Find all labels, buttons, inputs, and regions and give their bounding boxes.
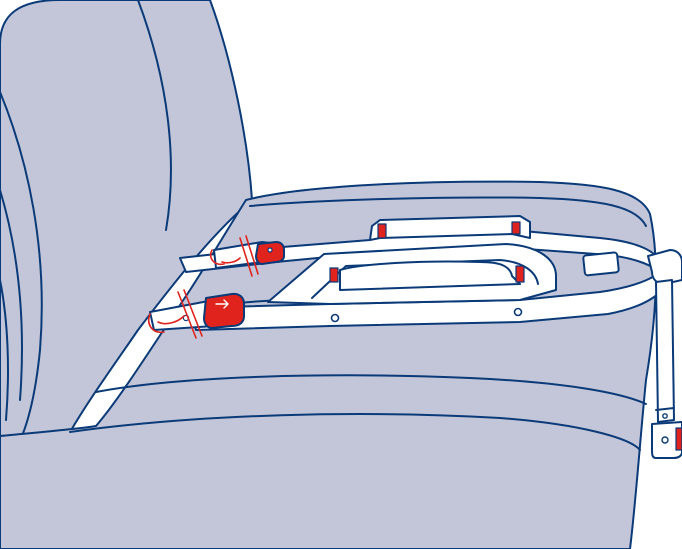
base-indicator-red [330, 268, 338, 282]
upper-connector-button [268, 248, 272, 252]
support-leg-indicator [676, 428, 682, 450]
base-indicator-red [516, 266, 524, 282]
upper-connector-latch [256, 242, 284, 264]
base-indicator-red [512, 222, 520, 234]
base-shell-support [340, 261, 520, 290]
base-front-slot [583, 252, 619, 275]
support-leg-hole [663, 414, 667, 418]
support-leg-foot-hole [662, 437, 668, 443]
base-indicator-red [378, 224, 386, 238]
support-leg-hinge [648, 250, 682, 284]
base-rivet [515, 309, 522, 316]
base-rivet [332, 315, 339, 322]
support-leg-tube [656, 280, 674, 422]
lower-connector-latch [204, 294, 244, 328]
